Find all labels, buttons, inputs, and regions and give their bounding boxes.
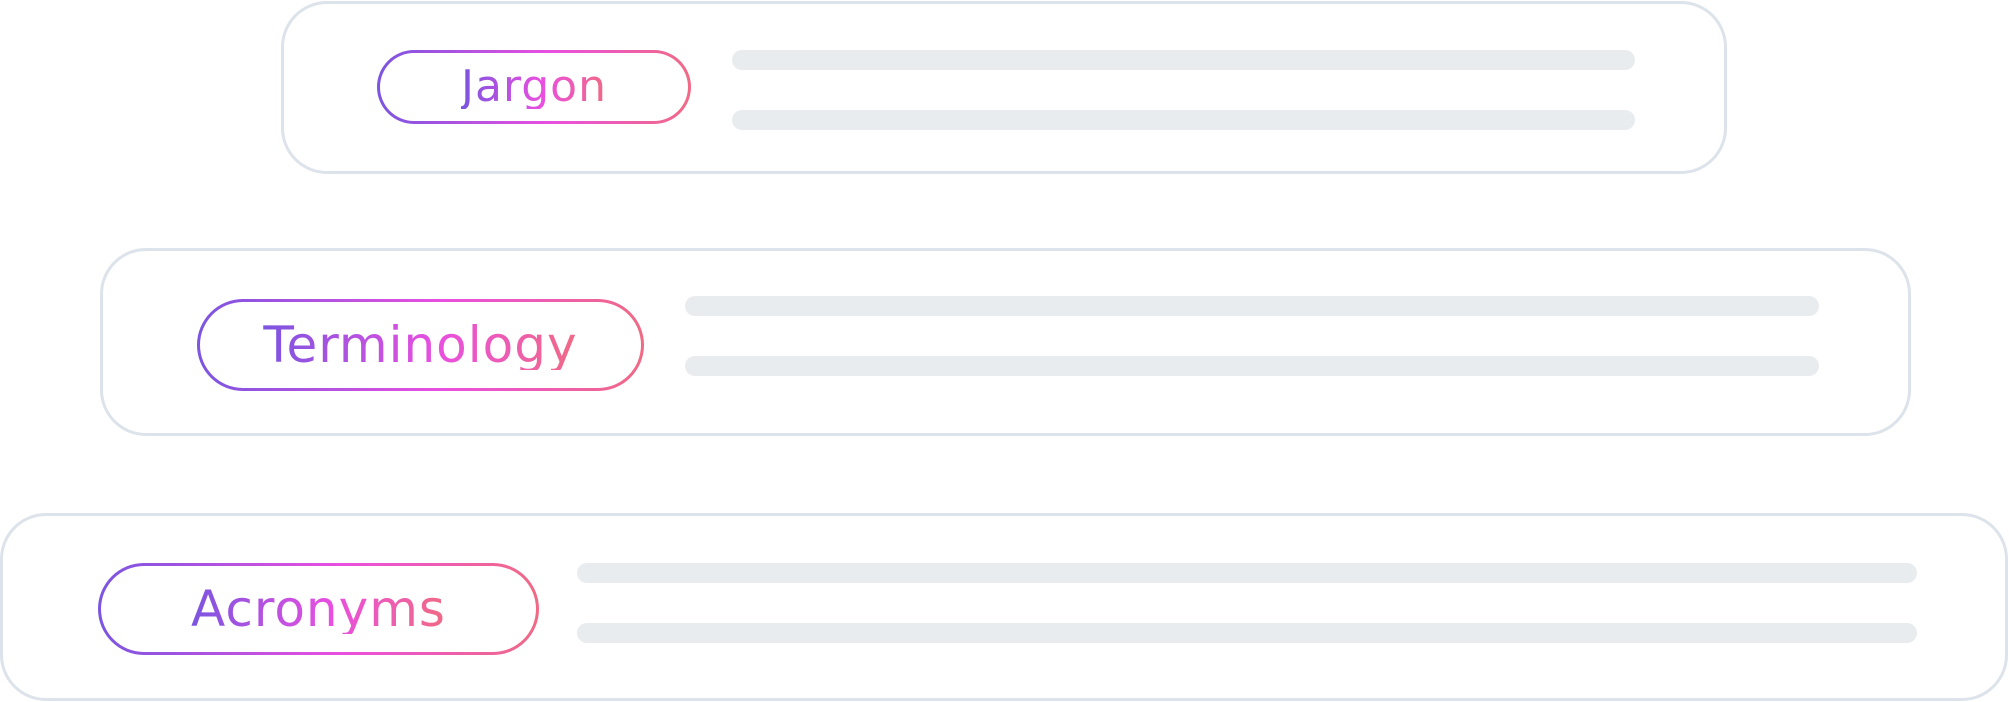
pill-label: Jargon (461, 61, 607, 112)
placeholder-line (685, 296, 1819, 316)
terminology-pill: Terminology (197, 299, 644, 391)
placeholder-line (732, 110, 1635, 130)
card-acronyms: Acronyms (0, 513, 2008, 701)
card-jargon: Jargon (281, 1, 1727, 174)
placeholder-line (577, 623, 1917, 643)
pill-label: Terminology (263, 316, 578, 374)
acronyms-pill: Acronyms (98, 563, 539, 655)
placeholder-line (577, 563, 1917, 583)
placeholder-line (685, 356, 1819, 376)
jargon-pill: Jargon (377, 50, 691, 124)
card-terminology: Terminology (100, 248, 1911, 436)
placeholder-line (732, 50, 1635, 70)
pill-label: Acronyms (191, 580, 446, 638)
